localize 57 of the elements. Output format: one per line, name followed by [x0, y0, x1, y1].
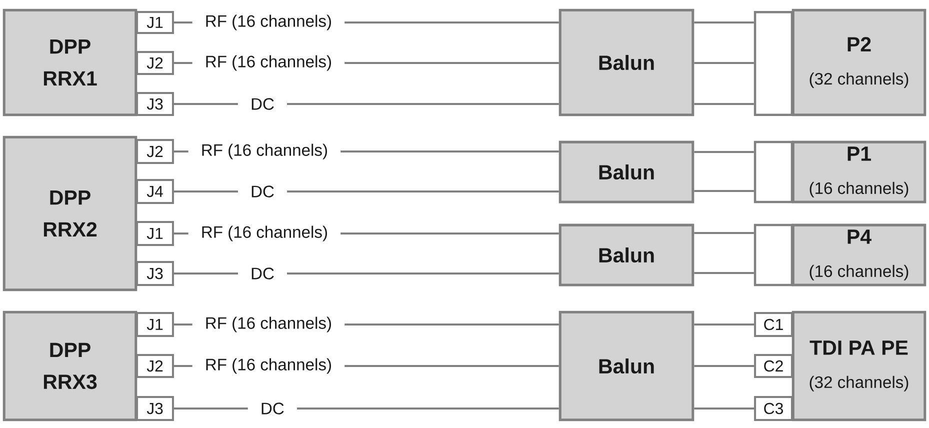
port-box: J2 — [136, 354, 174, 378]
edge-label: RF (16 channels) — [202, 226, 327, 242]
edge-label: DC — [262, 402, 284, 414]
cable-line — [172, 324, 560, 326]
cable-line — [172, 103, 560, 105]
probe-box: P2 (32 channels) — [792, 8, 926, 116]
balun-box: Balun — [558, 8, 694, 116]
connector-box — [754, 224, 794, 286]
port-box: C2 — [754, 354, 793, 378]
edge-label: DC — [252, 186, 274, 198]
port-box: C3 — [754, 396, 793, 421]
connector-box — [754, 10, 794, 116]
cable-line — [172, 232, 560, 234]
port-box: J4 — [136, 179, 174, 204]
cable-line — [694, 232, 754, 234]
port-box: J1 — [136, 221, 174, 246]
cable-line — [694, 408, 754, 410]
probe-box: P4 (16 channels) — [792, 224, 926, 286]
port-box: J3 — [136, 92, 174, 116]
device-box: DPP RRX2 — [2, 136, 138, 292]
port-box: C1 — [754, 312, 793, 337]
edge-label: RF (16 channels) — [206, 358, 331, 374]
edge-label: RF (16 channels) — [206, 316, 331, 332]
cable-line — [694, 365, 754, 367]
cable-line — [694, 190, 754, 192]
edge-label: RF (16 channels) — [202, 144, 327, 160]
connector-box — [754, 140, 794, 204]
port-box: J2 — [136, 51, 174, 75]
edge-label: DC — [252, 98, 274, 110]
cable-line — [694, 272, 754, 274]
cable-line — [172, 62, 560, 64]
cable-line — [694, 22, 754, 24]
cable-line — [694, 151, 754, 153]
balun-box: Balun — [558, 140, 694, 204]
port-box: J1 — [136, 312, 174, 337]
cable-line — [172, 150, 560, 152]
probe-box: TDI PA PE (32 channels) — [792, 310, 926, 422]
cable-line — [172, 22, 560, 24]
edge-label: RF (16 channels) — [206, 55, 331, 71]
port-box: J1 — [136, 11, 174, 34]
device-box: DPP RRX3 — [2, 310, 138, 422]
balun-box: Balun — [558, 310, 694, 422]
cable-line — [694, 103, 754, 105]
cable-line — [172, 365, 560, 367]
balun-box: Balun — [558, 224, 694, 286]
port-box: J3 — [136, 396, 174, 421]
port-box: J3 — [136, 261, 174, 286]
cable-line — [694, 62, 754, 64]
cable-line — [172, 408, 560, 410]
edge-label: RF (16 channels) — [206, 14, 331, 30]
port-box: J2 — [136, 139, 174, 164]
cable-line — [172, 190, 560, 192]
cable-line — [172, 272, 560, 274]
device-box: DPP RRX1 — [2, 8, 138, 116]
cable-line — [694, 324, 754, 326]
probe-box: P1 (16 channels) — [792, 140, 926, 204]
edge-label: DC — [252, 268, 274, 280]
